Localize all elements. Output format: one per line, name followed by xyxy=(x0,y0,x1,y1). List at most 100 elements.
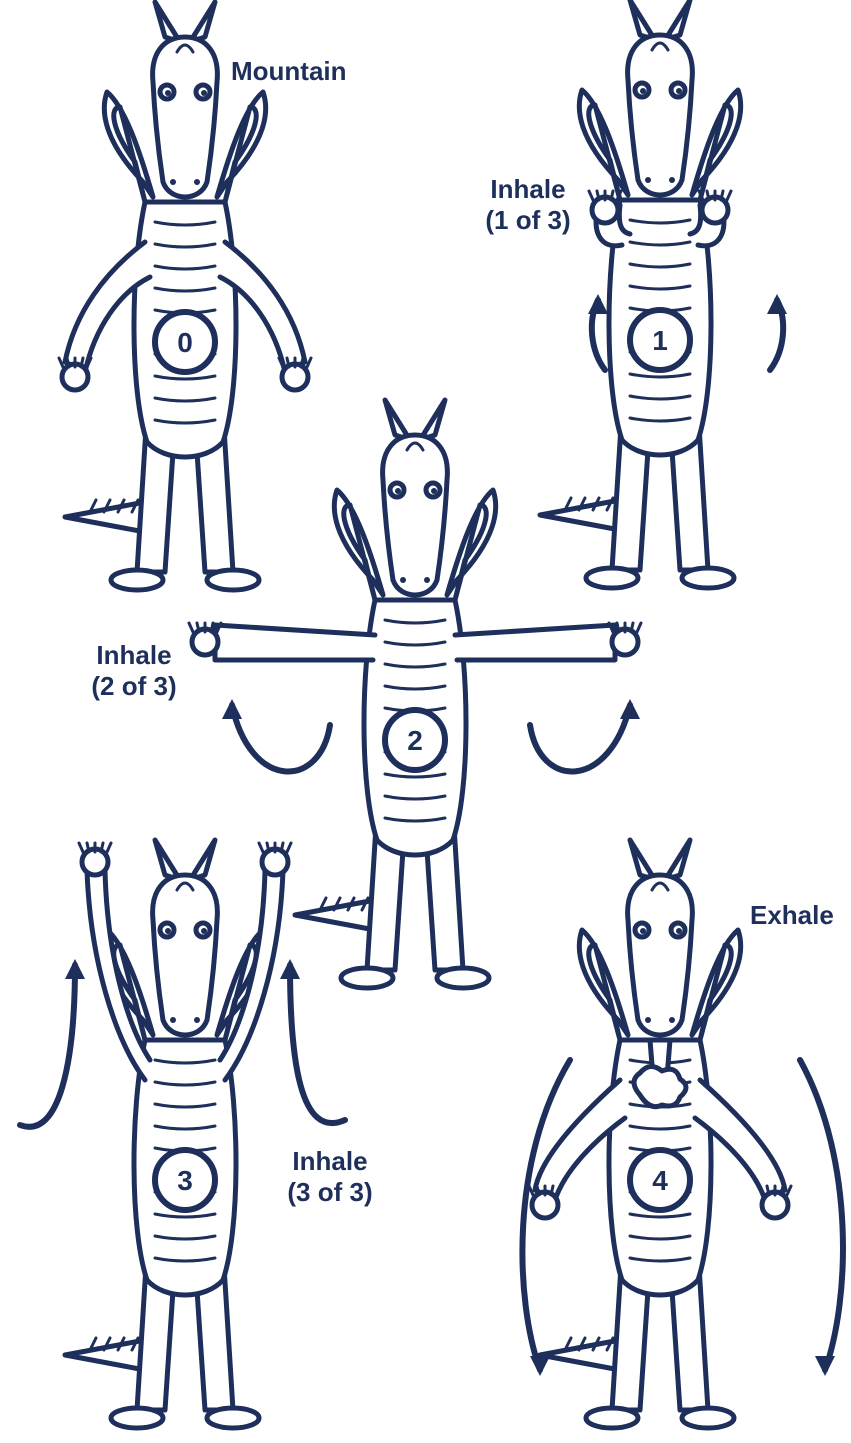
breath-cloud xyxy=(634,1066,686,1106)
step-number: 3 xyxy=(177,1165,193,1196)
right-foot xyxy=(207,570,259,590)
arrow-inhale-2-left xyxy=(222,699,330,772)
left-pupil xyxy=(165,928,171,934)
claw xyxy=(307,358,311,367)
arrow-shaft xyxy=(800,1060,843,1370)
claw xyxy=(617,623,619,632)
claw xyxy=(537,1186,539,1195)
step-number: 1 xyxy=(652,325,668,356)
left-arm xyxy=(215,625,375,660)
left-pupil xyxy=(395,488,401,494)
right-hand xyxy=(259,843,291,875)
arrow-shaft xyxy=(20,965,75,1127)
left-pupil xyxy=(165,90,171,96)
left-arm xyxy=(87,870,150,1080)
arrow-exhale-right xyxy=(800,1060,843,1376)
claw xyxy=(287,843,291,852)
claw xyxy=(211,623,213,632)
arrow-shaft xyxy=(530,705,630,772)
dragon-figure-0: 0 xyxy=(59,2,311,590)
left-foot xyxy=(111,570,163,590)
right-pupil xyxy=(431,488,437,494)
claw xyxy=(781,1186,783,1195)
tail xyxy=(295,900,375,930)
left-nostril xyxy=(645,177,651,183)
tail xyxy=(540,1340,620,1370)
arrow-inhale-3-left xyxy=(20,959,85,1127)
label-inhale-1: Inhale (1 of 3) xyxy=(475,174,581,236)
left-hand xyxy=(589,191,621,223)
head xyxy=(153,37,218,197)
head xyxy=(628,35,693,195)
claw xyxy=(767,1186,769,1195)
dragon-figure-3: 3 xyxy=(65,840,291,1428)
claw xyxy=(259,843,263,852)
arrow-head xyxy=(767,294,787,314)
left-foot xyxy=(586,568,638,588)
arrow-head xyxy=(280,959,300,979)
right-pupil xyxy=(201,928,207,934)
claw xyxy=(107,843,111,852)
left-pupil xyxy=(640,88,646,94)
left-nostril xyxy=(170,1017,176,1023)
label-inhale-1-line2: (1 of 3) xyxy=(475,205,581,236)
arrow-head xyxy=(222,699,242,719)
step-number: 4 xyxy=(652,1165,668,1196)
claw xyxy=(721,191,723,200)
step-number: 2 xyxy=(407,725,423,756)
step-number: 0 xyxy=(177,327,193,358)
label-inhale-2-line1: Inhale xyxy=(80,640,188,671)
right-nostril xyxy=(194,1017,200,1023)
claw xyxy=(287,358,289,367)
right-pupil xyxy=(676,928,682,934)
label-exhale: Exhale xyxy=(750,900,834,931)
tail xyxy=(65,1340,145,1370)
claw xyxy=(637,623,641,632)
right-nostril xyxy=(669,1017,675,1023)
claw xyxy=(87,843,89,852)
arrow-head xyxy=(65,959,85,979)
arrow-shaft xyxy=(290,965,345,1123)
right-nostril xyxy=(194,179,200,185)
right-foot xyxy=(682,1408,734,1428)
tail xyxy=(65,502,145,532)
right-foot xyxy=(207,1408,259,1428)
claw xyxy=(267,843,269,852)
right-nostril xyxy=(424,577,430,583)
tail xyxy=(540,500,620,530)
claw xyxy=(59,358,63,367)
claw xyxy=(67,358,69,367)
label-mountain: Mountain xyxy=(231,56,347,87)
right-pupil xyxy=(201,90,207,96)
arrow-inhale-1-left xyxy=(588,294,608,370)
right-hand xyxy=(699,191,731,223)
claw xyxy=(281,843,283,852)
label-inhale-3-line1: Inhale xyxy=(276,1146,384,1177)
label-inhale-3-line2: (3 of 3) xyxy=(276,1177,384,1208)
claw xyxy=(79,843,83,852)
arrow-head xyxy=(815,1356,835,1376)
left-nostril xyxy=(400,577,406,583)
label-inhale-2-line2: (2 of 3) xyxy=(80,671,188,702)
arrow-shaft xyxy=(232,705,330,772)
right-foot xyxy=(437,968,489,988)
right-pupil xyxy=(676,88,682,94)
arrow-head xyxy=(588,294,608,314)
dragon-figure-1: 1 xyxy=(540,0,741,588)
dragon-figure-2: 2 xyxy=(189,400,641,988)
label-inhale-3: Inhale (3 of 3) xyxy=(276,1146,384,1208)
right-foot xyxy=(682,568,734,588)
arrow-head xyxy=(620,699,640,719)
claw xyxy=(631,623,633,632)
claw xyxy=(189,623,193,632)
claw xyxy=(81,358,83,367)
left-nostril xyxy=(645,1017,651,1023)
head xyxy=(383,435,448,595)
claw xyxy=(301,358,303,367)
claw xyxy=(611,191,613,200)
claw xyxy=(787,1186,791,1195)
claw xyxy=(597,191,599,200)
claw xyxy=(589,191,593,200)
